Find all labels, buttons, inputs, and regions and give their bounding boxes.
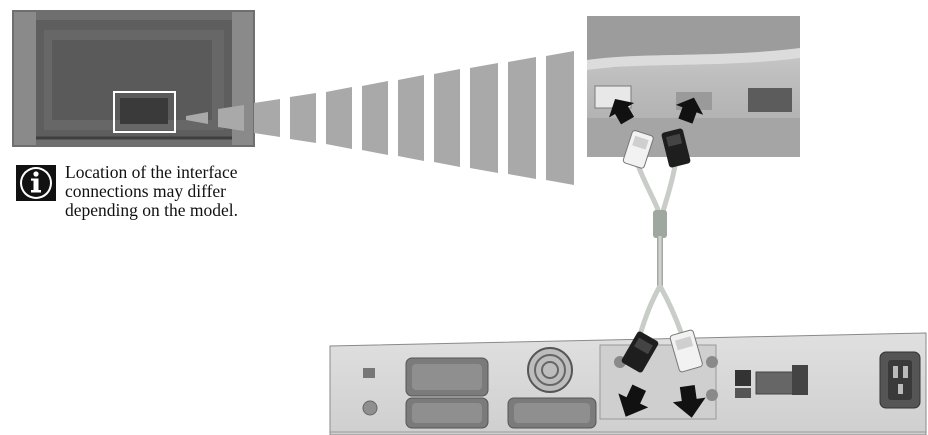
location-note-text: Location of the interface connections ma… (65, 163, 238, 220)
receiver-rear-panel (330, 329, 926, 435)
y-cable (623, 128, 691, 335)
connector-closeup (587, 16, 800, 157)
location-note: Location of the interface connections ma… (14, 163, 238, 220)
info-icon (14, 163, 58, 203)
